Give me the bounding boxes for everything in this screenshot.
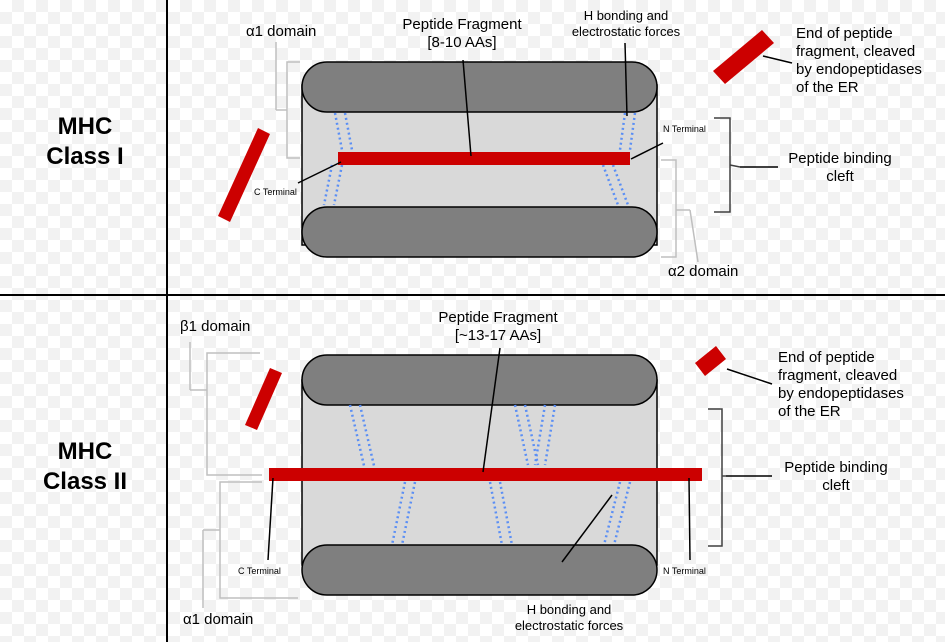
class2-brackets [189,342,726,608]
class1-hbonds [322,112,637,206]
class1-c-terminal-label: C Terminal [254,187,297,197]
class1-end-line4: of the ER [796,79,859,96]
class2-fragment-line2: [~13-17 AAs] [454,327,542,344]
class2-row-title: MHC Class II [15,437,155,497]
class2-end-line2: fragment, cleaved [778,367,898,384]
class1-cleaved-end-left [218,128,270,222]
class2-cleaved-end-left [245,368,282,430]
class2-title-line1: MHC [57,438,113,465]
class2-cleaved-end-label: End of peptide fragment, cleaved by endo… [778,349,904,421]
class2-c-terminal-label: C Terminal [238,566,281,576]
class2-end-line1: End of peptide [778,349,875,366]
class1-end-line1: End of peptide [796,25,893,42]
class1-cleft-line2: cleft [826,168,854,185]
class1-bonding-label: H bonding and electrostatic forces [555,8,697,39]
class2-cleaved-end-right [695,346,726,376]
class1-alpha1-bracket [286,61,300,159]
class1-cleaved-end-label: End of peptide fragment, cleaved by endo… [796,25,922,97]
class2-cleft-bracket [708,408,723,547]
class2-beta1-helix [301,354,658,406]
mhc-class2-molecule [245,346,726,596]
class1-title-line1: MHC [57,113,113,140]
class2-alpha1-domain-label: α1 domain [183,611,254,628]
class1-row-title: MHC Class I [15,112,155,172]
class2-cleft-label: Peptide binding cleft [766,459,906,495]
class1-cleft-line1: Peptide binding [788,150,892,167]
class2-bonding-line2: electrostatic forces [514,617,624,633]
class2-title-line2: Class II [42,468,128,495]
class2-fragment-line1: Peptide Fragment [438,309,558,326]
class2-leader-lines [267,347,773,563]
class1-brackets [275,42,741,263]
class2-cleft-line2: cleft [822,477,850,494]
class2-alpha1-helix [301,544,658,596]
class1-end-line3: by endopeptidases [796,61,922,78]
mhc-class1-molecule [218,30,774,258]
class1-fragment-label: Peptide Fragment [8-10 AAs] [382,16,542,52]
class1-alpha2-domain-label: α2 domain [668,263,739,280]
class1-n-terminal-label: N Terminal [663,124,706,134]
class2-end-line4: of the ER [778,403,841,420]
class1-bonding-line2: electrostatic forces [571,23,681,39]
class2-cleft-line1: Peptide binding [784,459,888,476]
class1-alpha1-domain-label: α1 domain [246,23,317,40]
class1-peptide-fragment [338,152,630,165]
class1-leader-lines [297,42,793,184]
class1-bonding-line1: H bonding and [583,8,669,23]
class1-alpha1-helix [301,61,658,113]
class1-alpha2-bracket [661,159,677,258]
class1-cleft-bracket [714,117,731,213]
class2-bonding-line1: H bonding and [526,602,612,617]
class1-cleaved-end-right [713,30,774,84]
class2-fragment-label: Peptide Fragment [~13-17 AAs] [418,309,578,345]
class2-n-terminal-label: N Terminal [663,566,706,576]
class1-cleft-label: Peptide binding cleft [770,150,910,186]
class1-end-line2: fragment, cleaved [796,43,916,60]
class2-alpha1-bracket [219,481,298,599]
class1-fragment-line1: Peptide Fragment [402,16,522,33]
class2-hbonds [348,404,632,546]
class2-beta1-bracket [206,352,262,476]
class2-bonding-label: H bonding and electrostatic forces [498,602,640,633]
class1-title-line2: Class I [46,143,124,170]
class2-end-line3: by endopeptidases [778,385,904,402]
class1-alpha2-helix [301,206,658,258]
class2-peptide-fragment [269,468,702,481]
class2-beta1-domain-label: β1 domain [180,318,251,335]
class1-fragment-line2: [8-10 AAs] [427,34,497,51]
